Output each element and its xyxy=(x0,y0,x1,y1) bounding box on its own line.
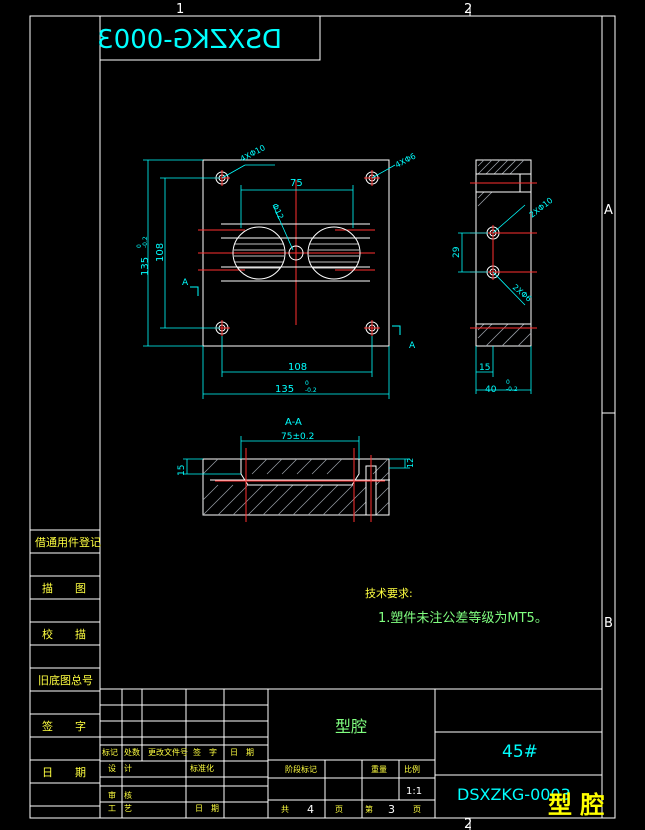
stage-label: 阶段标记 xyxy=(285,764,317,774)
sheet-total: 4 xyxy=(307,803,314,816)
side-view: 2XΦ10 2XΦ6 29 15 40 0 -0.2 xyxy=(452,159,555,395)
zone-label-b: B xyxy=(604,616,613,631)
row-date-label: 日 期 xyxy=(195,804,219,813)
zone-label-2: 2 xyxy=(464,2,472,17)
tech-req-line1: 1.塑件未注公差等级为MT5。 xyxy=(378,610,548,626)
sheet-no: 3 xyxy=(388,803,395,816)
stamp-row-sign: 签 字 xyxy=(42,719,86,733)
left-stamp-table xyxy=(30,529,100,807)
zone-label-a: A xyxy=(604,203,613,218)
front-dim-75: 75 xyxy=(290,178,303,189)
part-name: 型腔 xyxy=(335,717,367,736)
scale-value: 1:1 xyxy=(406,786,422,797)
rev-header-doc: 更改文件号 xyxy=(148,747,188,757)
material: 45# xyxy=(502,742,538,762)
rev-header-sign: 签 字 xyxy=(193,747,217,757)
front-note-top-left: 4XΦ10 xyxy=(239,143,267,164)
front-tol-v-lower: -0.2 xyxy=(142,236,149,248)
tech-req-heading: 技术要求: xyxy=(365,587,413,600)
front-dim-135-v: 135 xyxy=(140,257,151,276)
stamp-row-old-no: 旧底图总号 xyxy=(38,673,93,687)
section-dim-75: 75±0.2 xyxy=(281,432,314,442)
mirrored-drawing-code: DSXZKG-0003 xyxy=(97,25,282,55)
side-dim-29: 29 xyxy=(452,246,462,258)
row-standard-label: 标准化 xyxy=(190,763,214,773)
front-tol-h-lower: -0.2 xyxy=(305,387,317,394)
front-dim-108-v: 108 xyxy=(155,243,166,262)
front-dim-108-h: 108 xyxy=(288,362,307,373)
title-stamp: 型 腔 xyxy=(548,791,604,819)
front-note-top-right: 4XΦ6 xyxy=(394,152,418,170)
scale-label: 比例 xyxy=(404,764,420,774)
weight-label: 重量 xyxy=(371,764,387,774)
front-tol-v-upper: 0 xyxy=(136,244,143,248)
drawing-number: DSXZKG-0003 xyxy=(457,785,571,804)
stamp-row-date: 日 期 xyxy=(42,766,86,779)
section-view: A-A 75±0.2 15 12 xyxy=(177,417,415,522)
mirrored-code-box: DSXZKG-0003 xyxy=(97,16,321,61)
rev-header-count: 处数 xyxy=(124,747,140,757)
front-dim-135-h: 135 xyxy=(275,384,294,395)
section-dim-12: 12 xyxy=(406,458,415,468)
zone-label-2-bottom: 2 xyxy=(464,817,472,830)
side-dim-15: 15 xyxy=(479,363,490,373)
side-tol-lower: -0.2 xyxy=(506,386,518,393)
sheet-no-suffix: 页 xyxy=(413,805,421,814)
rev-header-date: 日 期 xyxy=(230,748,254,757)
section-dim-15: 15 xyxy=(177,465,187,476)
title-block-grid xyxy=(100,688,602,818)
front-tol-h-upper: 0 xyxy=(305,380,309,387)
side-tol-upper: 0 xyxy=(506,379,510,386)
front-section-a-right: A xyxy=(409,341,416,351)
row-design-label: 设 计 xyxy=(108,763,132,773)
front-section-a-left: A xyxy=(182,278,189,288)
side-note-top: 2XΦ10 xyxy=(528,196,555,220)
sheet-total-label: 共 xyxy=(281,805,289,814)
side-note-bottom: 2XΦ6 xyxy=(511,283,534,304)
zone-label-1: 1 xyxy=(176,2,184,17)
sheet-total-suffix: 页 xyxy=(335,805,343,814)
row-check-label: 审 核 xyxy=(108,790,132,800)
rev-header-mark: 标记 xyxy=(102,747,118,757)
stamp-row-proof: 校 描 xyxy=(42,627,86,641)
sheet-frame xyxy=(29,4,616,830)
stamp-row-borrow: 借通用件登记 xyxy=(35,535,101,549)
front-view: 4XΦ10 4XΦ6 75 Φ12 108 135 0 -0.2 A A 108… xyxy=(136,143,417,399)
sheet-no-label: 第 xyxy=(365,804,373,814)
section-title: A-A xyxy=(285,417,302,428)
stamp-row-trace: 描 图 xyxy=(42,581,86,595)
row-process-label: 工 艺 xyxy=(108,804,132,813)
side-dim-40: 40 xyxy=(485,385,497,395)
front-dim-dia12: Φ12 xyxy=(270,202,285,221)
